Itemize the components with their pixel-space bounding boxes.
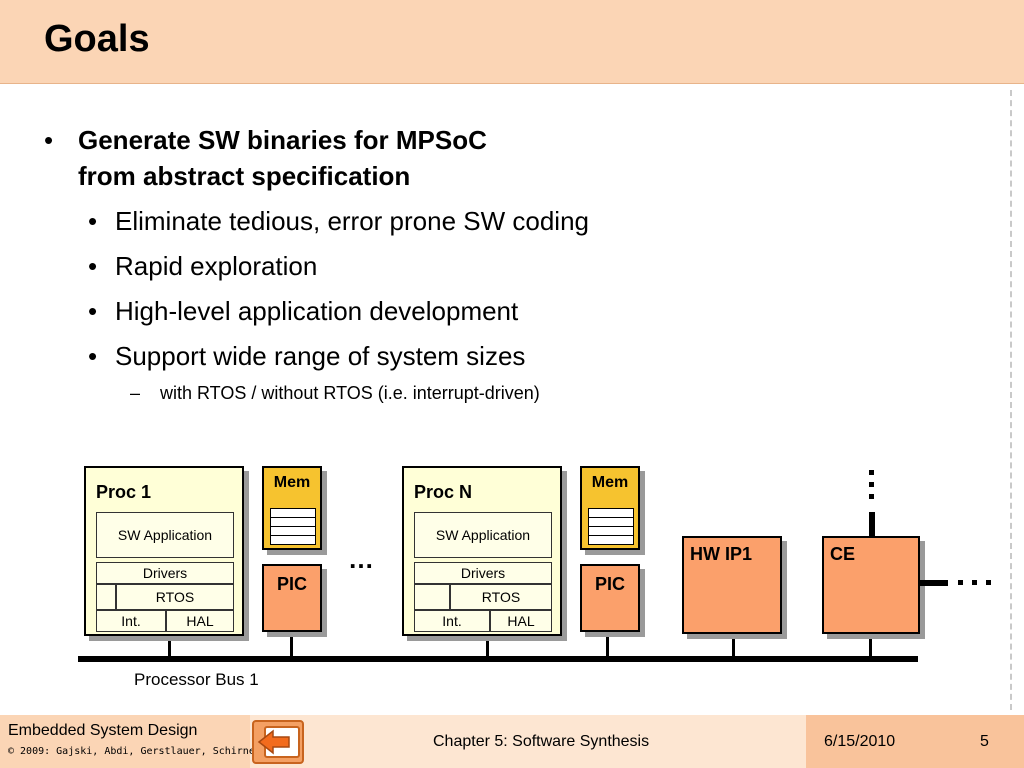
bullet-dot: • [44, 125, 54, 155]
main-bullet-text: Generate SW binaries for MPSoC from abst… [78, 122, 678, 194]
ce-block: CE [822, 536, 920, 634]
proc1-bus-connector [168, 634, 171, 658]
pic1-block: PIC [262, 564, 322, 632]
slide-title: Goals [44, 18, 150, 60]
title-bar [0, 0, 1024, 84]
ce-bus-connector [869, 634, 872, 658]
hal-layer: HAL [166, 610, 234, 632]
mem1-block: Mem [262, 466, 322, 550]
rtos-layer: RTOS [116, 584, 234, 610]
mem-cell [588, 535, 634, 545]
memN-label: Mem [591, 474, 629, 491]
rtos-layer: RTOS [450, 584, 552, 610]
footer-page-number: 5 [980, 733, 989, 750]
processor-bus-line [78, 656, 918, 662]
picN-block: PIC [580, 564, 640, 632]
bullet-dot: • [88, 296, 98, 326]
sub-bullet-text: High-level application development [115, 296, 519, 326]
procN-bus-connector [486, 634, 489, 658]
bullet-dash: – [130, 383, 141, 403]
int-layer-left [96, 584, 116, 610]
right-divider [1010, 90, 1012, 710]
horizontal-dot [972, 580, 977, 585]
picN-bus-connector [606, 630, 609, 658]
footer-left-band [0, 715, 250, 768]
subsub-bullet-text: with RTOS / without RTOS (i.e. interrupt… [160, 383, 540, 403]
sub-bullet-text: Support wide range of system sizes [115, 341, 526, 371]
vertical-dot [869, 494, 874, 499]
hw-ip1-block: HW IP1 [682, 536, 782, 634]
drivers-layer: Drivers [414, 562, 552, 584]
bullet-dot: • [88, 341, 98, 371]
proc1-block: Proc 1 SW Application Drivers RTOS Int. … [84, 466, 244, 636]
footer-date: 6/15/2010 [824, 733, 896, 750]
sub-bullet-text: Eliminate tedious, error prone SW coding [115, 206, 590, 236]
ce-right-connector [920, 580, 948, 586]
sw-application-layer: SW Application [414, 512, 552, 558]
horizontal-ellipsis: … [348, 544, 375, 574]
pic1-label: PIC [276, 574, 307, 594]
footer-copyright: © 2009: Gajski, Abdi, Gerstlauer, Schirn… [8, 746, 261, 757]
book-logo-icon [252, 720, 304, 764]
horizontal-dot [986, 580, 991, 585]
footer-course-name: Embedded System Design [8, 722, 198, 739]
hw-ip1-label: HW IP1 [690, 544, 753, 564]
hal-layer: HAL [490, 610, 552, 632]
sub-bullet-text: Rapid exploration [115, 251, 318, 281]
procN-block: Proc N SW Application Drivers RTOS Int. … [402, 466, 562, 636]
main-bullet-line-2: from abstract specification [78, 161, 411, 191]
mem-cell [270, 535, 316, 545]
int-layer: Int. [96, 610, 166, 632]
mem1-label: Mem [273, 474, 311, 491]
proc1-label: Proc 1 [96, 482, 152, 502]
procN-label: Proc N [414, 482, 473, 502]
sw-application-layer: SW Application [96, 512, 234, 558]
footer-chapter: Chapter 5: Software Synthesis [433, 733, 650, 750]
vertical-dot [869, 482, 874, 487]
hwip-bus-connector [732, 634, 735, 658]
bullet-dot: • [88, 206, 98, 236]
int-layer: Int. [414, 610, 490, 632]
footer-middle-band [250, 715, 806, 768]
footer-right-band [806, 715, 1024, 768]
ce-label: CE [830, 544, 856, 564]
vertical-dot [869, 470, 874, 475]
main-bullet-line-1: Generate SW binaries for MPSoC [78, 125, 487, 155]
drivers-layer: Drivers [96, 562, 234, 584]
picN-label: PIC [594, 574, 625, 594]
int-layer-left [414, 584, 450, 610]
bus-label: Processor Bus 1 [134, 670, 259, 689]
bullet-dot: • [88, 251, 98, 281]
horizontal-dot [958, 580, 963, 585]
memN-block: Mem [580, 466, 640, 550]
ce-top-connector [869, 512, 875, 536]
pic1-bus-connector [290, 630, 293, 658]
